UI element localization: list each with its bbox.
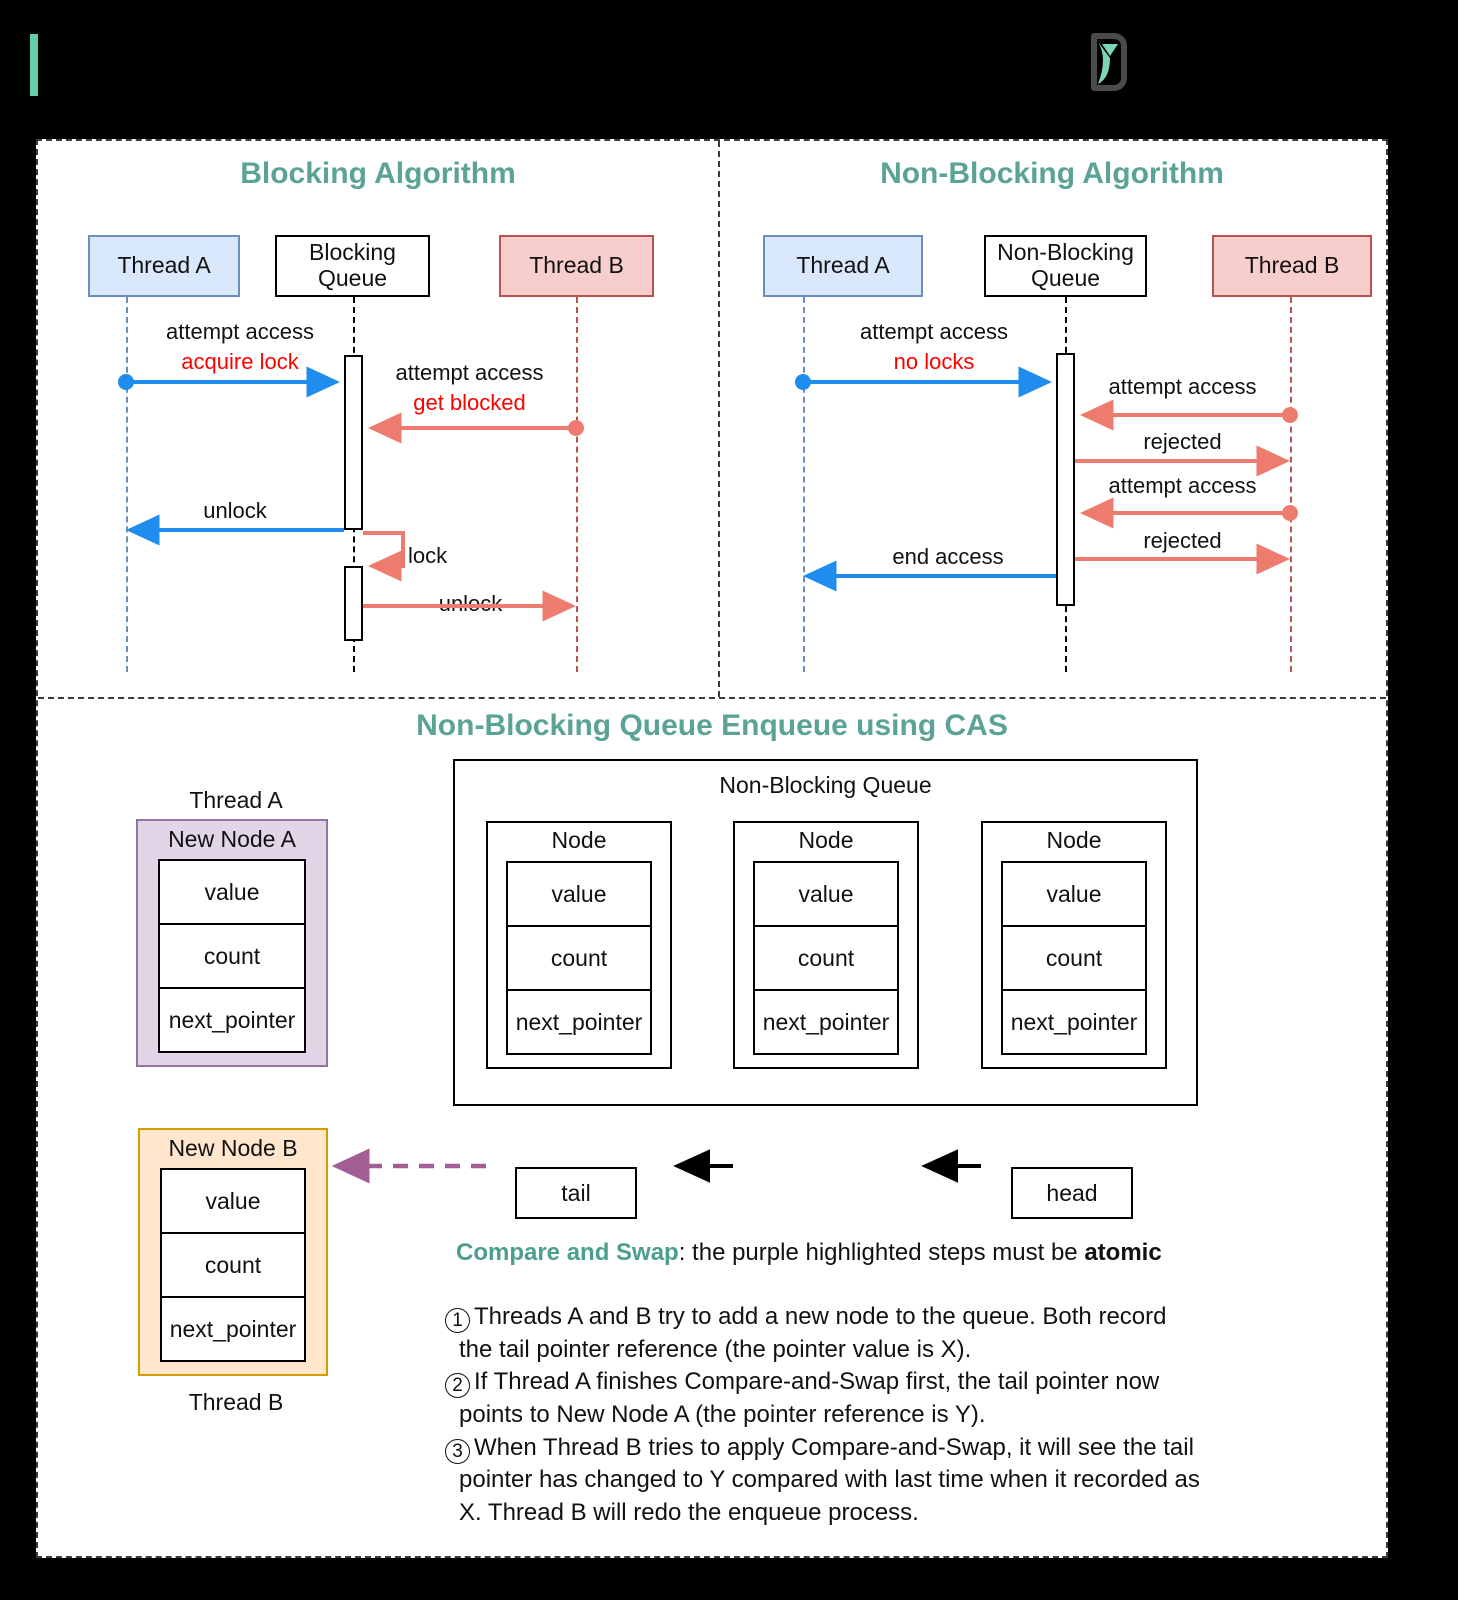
cas-queue-node-3-field-value: value — [1003, 863, 1145, 927]
blocking-actor-thread-b: Thread B — [499, 235, 654, 297]
blocking-actor-queue-line2: Queue — [317, 265, 388, 291]
diagram-canvas: Blocking Algorithm Thread A Blocking Que… — [36, 139, 1388, 1558]
nonblocking-activation — [1056, 353, 1075, 606]
cas-queue-node-2: Node value count next_pointer — [733, 821, 919, 1069]
cas-new-node-b-field-next-pointer: next_pointer — [169, 1315, 297, 1342]
blocking-actor-queue: Blocking Queue — [275, 235, 430, 297]
publication-logo-icon — [1091, 33, 1127, 91]
cas-caption: Compare and Swap: the purple highlighted… — [456, 1239, 1162, 1267]
nonblocking-msg-1-bottom: no locks — [893, 349, 975, 374]
cas-step-3-text-3: X. Thread B will redo the enqueue proces… — [459, 1498, 919, 1526]
cas-new-node-a-field-next-pointer: next_pointer — [168, 1006, 296, 1033]
cas-step-2-number: 2 — [445, 1373, 470, 1399]
cas-step-2-text-2: points to New Node A (the pointer refere… — [459, 1400, 986, 1428]
blocking-msg-2-bottom: get blocked — [413, 390, 526, 415]
cas-queue-label: Non-Blocking Queue — [719, 772, 932, 798]
cas-queue-node-3-fields: value count next_pointer — [1001, 861, 1147, 1055]
cas-new-node-b: New Node B value count next_pointer — [138, 1128, 328, 1376]
nonblocking-actor-queue-line1: Non-Blocking — [997, 239, 1134, 266]
cas-arrows — [331, 1148, 981, 1184]
blocking-actor-thread-a: Thread A — [88, 235, 240, 297]
cas-step-3-number: 3 — [445, 1438, 470, 1464]
nonblocking-panel-title: Non-Blocking Algorithm — [880, 157, 1224, 190]
cas-queue-node-3-title: Node — [1046, 827, 1102, 853]
blocking-lifeline-thread-a — [126, 297, 128, 672]
cas-new-node-b-fields: value count next_pointer — [160, 1168, 306, 1362]
nonblocking-arrows — [795, 366, 1298, 592]
cas-step-3-line-3: X. Thread B will redo the enqueue proces… — [445, 1497, 1200, 1530]
cas-caption-heading: Compare and Swap — [456, 1239, 679, 1266]
cas-queue-node-2-field-count: count — [755, 927, 897, 991]
nonblocking-msg-6-label: end access — [892, 544, 1004, 569]
cas-step-1-number: 1 — [445, 1308, 470, 1333]
vertical-divider — [718, 141, 720, 697]
cas-step-3-text-1: When Thread B tries to apply Compare-and… — [474, 1433, 1194, 1461]
nonblocking-msg-1-top: attempt access — [860, 319, 1008, 344]
blocking-msg-1-top: attempt access — [166, 319, 314, 344]
cas-step-1-text-1: Threads A and B try to add a new node to… — [474, 1303, 1167, 1330]
cas-queue-node-1-field-value: value — [508, 863, 650, 927]
cas-step-3-text-2: pointer has changed to Y compared with l… — [459, 1466, 1200, 1494]
blocking-panel-title: Blocking Algorithm — [240, 157, 516, 190]
blocking-activation-2 — [344, 566, 363, 641]
nonblocking-actor-queue: Non-Blocking Queue — [984, 235, 1147, 297]
cas-queue-node-1-field-count: count — [508, 927, 650, 991]
cas-queue-node-1-field-next-pointer: next_pointer — [515, 1008, 643, 1035]
cas-step-1-text-2: the tail pointer reference (the pointer … — [459, 1335, 972, 1363]
cas-new-node-a-field-count: count — [160, 925, 304, 989]
blocking-msg-2-top: attempt access — [395, 360, 544, 385]
cas-queue-node-3: Node value count next_pointer — [981, 821, 1167, 1069]
horizontal-divider — [38, 697, 1386, 699]
nonblocking-msg-4-label: attempt access — [1108, 473, 1257, 498]
cas-queue-node-1: Node value count next_pointer — [486, 821, 672, 1069]
blocking-msg-5-label: unlock — [438, 591, 503, 616]
cas-queue-node-1-fields: value count next_pointer — [506, 861, 652, 1055]
cas-new-node-a-field-value: value — [160, 861, 304, 925]
cas-queue-node-3-field-next-pointer: next_pointer — [1010, 1008, 1138, 1035]
cas-new-node-b-title: New Node B — [168, 1135, 298, 1161]
nonblocking-msg-3-label: rejected — [1143, 429, 1222, 454]
cas-step-2-text-1: If Thread A finishes Compare-and-Swap fi… — [474, 1368, 1160, 1396]
blocking-msg-3-label: unlock — [203, 498, 267, 523]
cas-queue-node-1-title: Node — [551, 827, 607, 853]
cas-step-3-line-2: pointer has changed to Y compared with l… — [445, 1464, 1200, 1497]
cas-queue-node-2-field-next-pointer: next_pointer — [762, 1008, 890, 1035]
cas-caption-emphasis: atomic — [1084, 1239, 1162, 1266]
cas-caption-body: : the purple highlighted steps must be — [678, 1239, 1085, 1266]
cas-thread-a-label: Thread A — [189, 787, 283, 813]
cas-queue-node-2-field-value: value — [755, 863, 897, 927]
cas-panel-title: Non-Blocking Queue Enqueue using CAS — [416, 709, 1008, 742]
blocking-actor-queue-line1: Blocking — [309, 239, 396, 266]
nonblocking-actor-thread-a: Thread A — [763, 235, 923, 297]
blocking-activation-1 — [344, 355, 363, 530]
nonblocking-msg-2-label: attempt access — [1108, 374, 1257, 399]
cas-queue-node-2-title: Node — [798, 827, 854, 853]
blocking-msg-1-bottom: acquire lock — [181, 349, 299, 374]
cas-thread-b-label: Thread B — [188, 1389, 284, 1415]
cas-head-pointer-box: head — [1011, 1167, 1133, 1219]
nonblocking-actor-queue-line2: Queue — [1030, 265, 1101, 291]
cas-step-1-line-2: the tail pointer reference (the pointer … — [445, 1334, 1200, 1367]
blocking-arrows — [118, 366, 584, 622]
cas-queue-node-2-fields: value count next_pointer — [753, 861, 899, 1055]
accent-bar — [30, 34, 38, 96]
cas-new-node-b-field-value: value — [162, 1170, 304, 1234]
nonblocking-lifeline-thread-b — [1290, 297, 1292, 672]
cas-new-node-a: New Node A value count next_pointer — [136, 819, 328, 1067]
nonblocking-lifeline-thread-a — [803, 297, 805, 672]
blocking-msg-4-label: lock — [408, 543, 448, 568]
cas-tail-pointer-box: tail — [515, 1167, 637, 1219]
cas-step-2-line-2: points to New Node A (the pointer refere… — [445, 1399, 1200, 1432]
nonblocking-msg-5-label: rejected — [1143, 528, 1222, 553]
cas-queue-node-3-field-count: count — [1003, 927, 1145, 991]
cas-new-node-b-field-count: count — [162, 1234, 304, 1298]
cas-new-node-a-title: New Node A — [168, 826, 296, 852]
cas-new-node-a-fields: value count next_pointer — [158, 859, 306, 1053]
blocking-lifeline-thread-b — [576, 297, 578, 672]
nonblocking-actor-thread-b: Thread B — [1212, 235, 1372, 297]
